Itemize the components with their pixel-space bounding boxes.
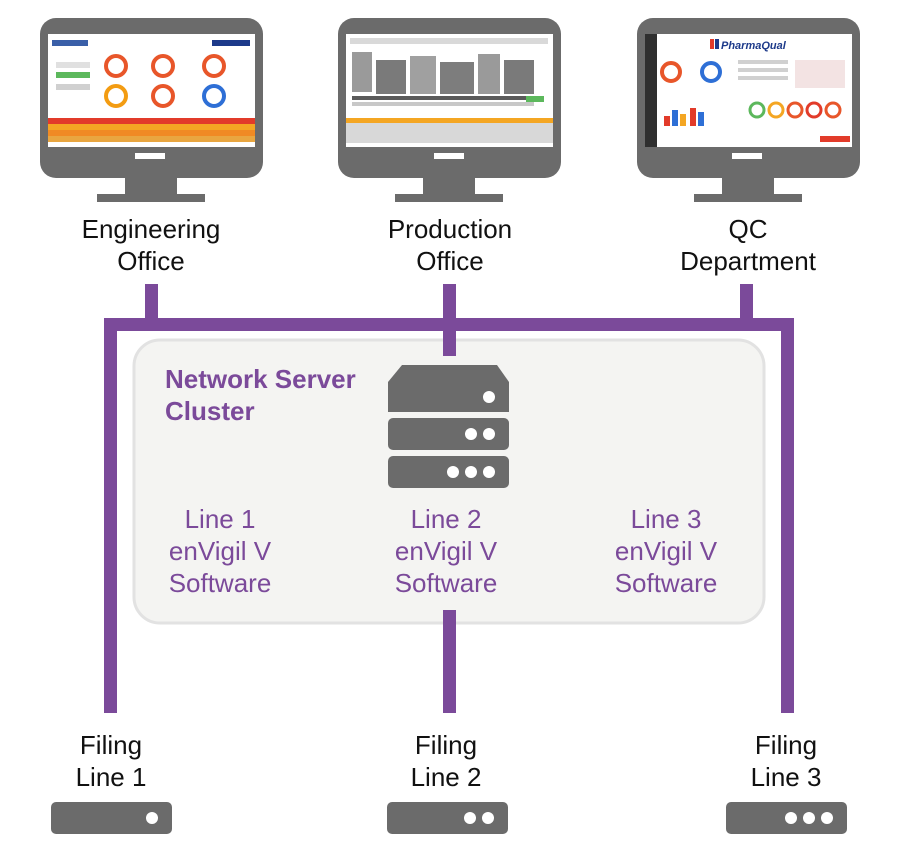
- filling-label-line1: Filing: [80, 730, 142, 760]
- link-qc: [740, 284, 753, 324]
- software-line-1: Line 1 enVigil V Software: [169, 504, 272, 598]
- svg-text:enVigil V: enVigil V: [169, 536, 272, 566]
- svg-text:enVigil V: enVigil V: [395, 536, 498, 566]
- workstation-label-line2: Office: [117, 246, 184, 276]
- link-filling-line-2: [443, 610, 456, 713]
- svg-text:Line 1: Line 1: [185, 504, 256, 534]
- monitor-icon: [637, 18, 860, 202]
- server-stack-icon: [388, 365, 509, 488]
- svg-text:PharmaQual: PharmaQual: [721, 40, 787, 52]
- workstation-label-line1: QC: [729, 214, 768, 244]
- software-line-2: Line 2 enVigil V Software: [395, 504, 498, 598]
- network-lines: [104, 284, 794, 713]
- svg-text:enVigil V: enVigil V: [615, 536, 718, 566]
- device-icon: [51, 802, 172, 834]
- device-icon: [726, 802, 847, 834]
- svg-text:Software: Software: [169, 568, 272, 598]
- filling-label-line2: Line 3: [751, 762, 822, 792]
- filling-line-1: Filing Line 1: [51, 730, 172, 834]
- filling-line-3: Filing Line 3: [726, 730, 847, 834]
- screen-process-schematic: [346, 38, 553, 143]
- link-filling-line-3: [781, 318, 794, 713]
- device-icon: [387, 802, 508, 834]
- link-filling-line-1: [104, 318, 117, 713]
- cluster-title-line2: Cluster: [165, 396, 255, 426]
- filling-line-2: Filing Line 2: [387, 730, 508, 834]
- filling-label-line1: Filing: [755, 730, 817, 760]
- screen-pharmaqual-dashboard: PharmaQual: [645, 34, 850, 147]
- svg-text:Line 3: Line 3: [631, 504, 702, 534]
- screen-dashboard-gauges: [48, 40, 255, 142]
- filling-label-line2: Line 1: [76, 762, 147, 792]
- pharmaqual-logo: PharmaQual: [710, 39, 787, 52]
- workstation-label-line2: Office: [416, 246, 483, 276]
- workstation-engineering: Engineering Office: [40, 18, 263, 276]
- workstation-production: Production Office: [338, 18, 561, 276]
- workstation-label-line2: Department: [680, 246, 817, 276]
- server-cluster: Network Server Cluster Line 1 enVigil V …: [165, 364, 718, 598]
- workstation-label-line1: Production: [388, 214, 512, 244]
- svg-text:Software: Software: [615, 568, 718, 598]
- filling-label-line2: Line 2: [411, 762, 482, 792]
- monitor-icon: [338, 18, 561, 202]
- svg-text:Software: Software: [395, 568, 498, 598]
- svg-text:Line 2: Line 2: [411, 504, 482, 534]
- filling-label-line1: Filing: [415, 730, 477, 760]
- workstation-qc: PharmaQual QC Department: [637, 18, 860, 276]
- software-line-3: Line 3 enVigil V Software: [615, 504, 718, 598]
- link-production: [443, 284, 456, 356]
- link-engineering: [145, 284, 158, 324]
- cluster-title-line1: Network Server: [165, 364, 356, 394]
- workstation-label-line1: Engineering: [82, 214, 221, 244]
